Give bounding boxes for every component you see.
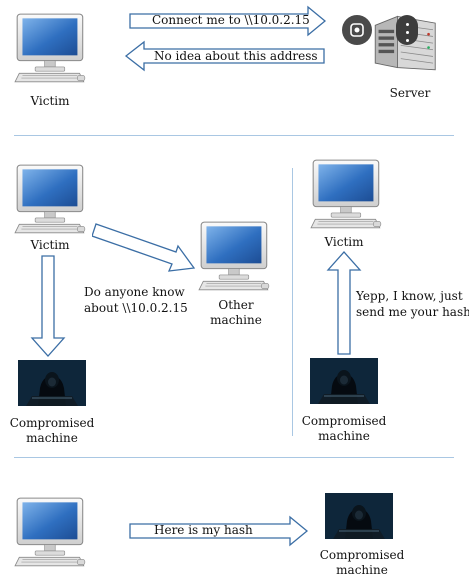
compromised-machine-image bbox=[18, 360, 86, 406]
victim-computer-icon bbox=[14, 496, 88, 570]
connect-message: Connect me to \\10.0.2.15 bbox=[152, 13, 310, 27]
victim-computer-icon bbox=[310, 158, 384, 232]
ask-message: Do anyone know about \\10.0.2.15 bbox=[84, 284, 188, 316]
connect-arrow bbox=[129, 5, 327, 37]
ask-arrow bbox=[92, 223, 196, 272]
victim-label: Victim bbox=[30, 94, 70, 108]
other-machine-line2: machine bbox=[210, 313, 262, 327]
compromised-machine-image bbox=[310, 358, 378, 404]
reply-message-line2: send me your hash bbox=[356, 305, 469, 319]
no-idea-message: No idea about this address bbox=[154, 49, 318, 63]
other-machine-label: Other machine bbox=[196, 298, 276, 328]
hash-message: Here is my hash bbox=[154, 523, 253, 537]
lens-icon[interactable] bbox=[342, 15, 372, 45]
other-machine-icon bbox=[198, 220, 272, 294]
compromised-machine-label: Compromised machine bbox=[6, 416, 98, 446]
section-divider bbox=[14, 457, 454, 458]
compromised-machine-label: Compromised machine bbox=[298, 414, 390, 444]
victim-computer-icon bbox=[14, 163, 88, 237]
compromised-machine-line1: Compromised bbox=[319, 548, 405, 562]
vertical-divider bbox=[292, 168, 293, 436]
up-arrow bbox=[326, 251, 362, 355]
compromised-machine-line2: machine bbox=[318, 429, 370, 443]
victim-label: Victim bbox=[324, 235, 364, 249]
victim-label: Victim bbox=[30, 238, 70, 252]
compromised-machine-line2: machine bbox=[26, 431, 78, 445]
victim-computer-icon bbox=[14, 12, 88, 86]
down-arrow bbox=[30, 255, 66, 357]
compromised-machine-image bbox=[325, 493, 393, 539]
compromised-machine-line2: machine bbox=[336, 563, 388, 577]
ask-message-line2: about \\10.0.2.15 bbox=[84, 301, 188, 315]
hash-arrow bbox=[129, 515, 309, 547]
reply-message-line1: Yepp, I know, just bbox=[356, 289, 463, 303]
reply-message: Yepp, I know, just send me your hash bbox=[356, 288, 469, 320]
compromised-machine-line1: Compromised bbox=[301, 414, 387, 428]
server-label: Server bbox=[389, 86, 431, 100]
compromised-machine-line1: Compromised bbox=[9, 416, 95, 430]
no-idea-arrow bbox=[124, 40, 325, 72]
compromised-machine-label: Compromised machine bbox=[316, 548, 408, 578]
more-options-icon[interactable] bbox=[396, 15, 418, 45]
ask-message-line1: Do anyone know bbox=[84, 285, 185, 299]
other-machine-line1: Other bbox=[218, 298, 254, 312]
section-divider bbox=[14, 135, 454, 136]
